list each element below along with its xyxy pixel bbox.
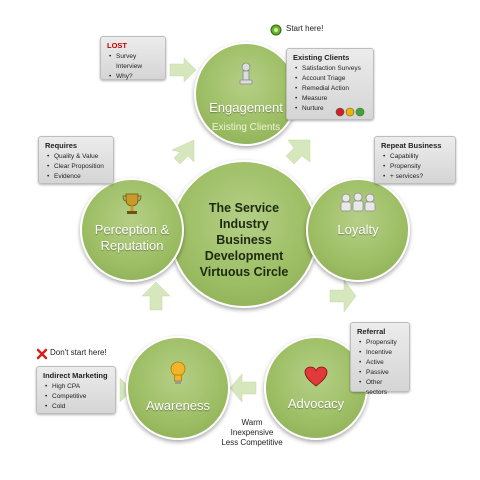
existing-clients-title: Existing Clients <box>293 53 350 62</box>
center-title-line-1: The Service <box>208 201 280 215</box>
advocacy-label: Advocacy <box>287 396 345 411</box>
repeat-business-title: Repeat Business <box>381 141 442 150</box>
existing-clients-box: Existing Clients Satisfaction Surveys Ac… <box>286 48 374 120</box>
heart-icon <box>304 366 328 387</box>
start-circle-icon <box>270 24 282 36</box>
arrow-to-lost <box>169 57 197 83</box>
lightbulb-icon <box>170 361 186 384</box>
pawn-icon <box>239 62 253 85</box>
lost-box: LOST Survey Interview Why? <box>100 36 166 82</box>
list-item: Quality & Value <box>47 152 107 162</box>
list-item: Measure <box>295 94 367 104</box>
trophy-icon <box>122 193 142 214</box>
list-item: Clear Proposition <box>47 162 107 172</box>
loyalty-circle: Loyalty <box>306 178 410 282</box>
arrow-awareness-to-perception <box>141 281 171 311</box>
list-item: Other sectors <box>359 378 403 398</box>
center-title-line-5: Virtuous Circle <box>199 265 289 279</box>
center-title-line-4: Development <box>204 249 284 263</box>
list-item: Propensity <box>383 162 449 172</box>
list-item: Nurture <box>295 104 367 114</box>
requires-title: Requires <box>45 141 78 150</box>
people-group-icon <box>340 192 376 212</box>
engagement-sublabel: Existing Clients <box>211 122 281 133</box>
warm-note: Warm Inexpensive Less Competitive <box>212 418 292 448</box>
cross-icon <box>36 348 48 360</box>
dont-start-here-text: Don't start here! <box>50 348 107 357</box>
list-item: Cold <box>45 402 109 412</box>
requires-box: Requires Quality & Value Clear Propositi… <box>38 136 114 184</box>
perception-label-line-1: Perception & <box>94 222 170 237</box>
lost-box-title: LOST <box>107 41 127 50</box>
list-item: Capability <box>383 152 449 162</box>
list-item: Passive <box>359 368 403 378</box>
list-item: Survey Interview <box>109 52 159 72</box>
arrow-loyalty-to-advocacy <box>329 279 357 313</box>
engagement-label: Engagement <box>209 100 283 115</box>
repeat-business-box: Repeat Business Capability Propensity + … <box>374 136 456 184</box>
perception-circle: Perception & Reputation <box>80 178 184 282</box>
awareness-circle: Awareness <box>126 336 230 440</box>
engagement-circle: Engagement Existing Clients <box>194 42 298 146</box>
referral-box: Referral Propensity Incentive Active Pas… <box>350 322 410 396</box>
list-item: Active <box>359 358 403 368</box>
arrow-advocacy-to-awareness <box>229 373 257 403</box>
list-item: + services? <box>383 172 449 182</box>
warm-note-line-2: Inexpensive <box>230 428 274 437</box>
indirect-marketing-title: Indirect Marketing <box>43 371 108 380</box>
center-title: The Service Industry Business Developmen… <box>172 200 316 280</box>
arrow-perception-to-engagement <box>171 139 195 165</box>
center-title-line-3: Business <box>216 233 272 247</box>
arrow-engagement-to-loyalty <box>285 139 311 165</box>
center-circle: The Service Industry Business Developmen… <box>170 160 318 308</box>
traffic-light-icon <box>335 107 365 117</box>
perception-label-line-2: Reputation <box>100 238 164 253</box>
warm-note-line-1: Warm <box>241 418 263 427</box>
center-title-line-2: Industry <box>219 217 269 231</box>
list-item: Propensity <box>359 338 403 348</box>
list-item: Incentive <box>359 348 403 358</box>
perception-label: Perception & Reputation <box>82 222 182 254</box>
list-item: High CPA <box>45 382 109 392</box>
list-item: Evidence <box>47 172 107 182</box>
referral-title: Referral <box>357 327 386 336</box>
indirect-marketing-box: Indirect Marketing High CPA Competitive … <box>36 366 116 414</box>
list-item: Remedial Action <box>295 84 367 94</box>
list-item: Why? <box>109 72 159 82</box>
list-item: Competitive <box>45 392 109 402</box>
warm-note-line-3: Less Competitive <box>221 438 283 447</box>
awareness-label: Awareness <box>145 398 211 413</box>
list-item: Satisfaction Surveys <box>295 64 367 74</box>
loyalty-label: Loyalty <box>337 222 379 237</box>
list-item: Account Triage <box>295 74 367 84</box>
start-here-text: Start here! <box>286 24 324 33</box>
